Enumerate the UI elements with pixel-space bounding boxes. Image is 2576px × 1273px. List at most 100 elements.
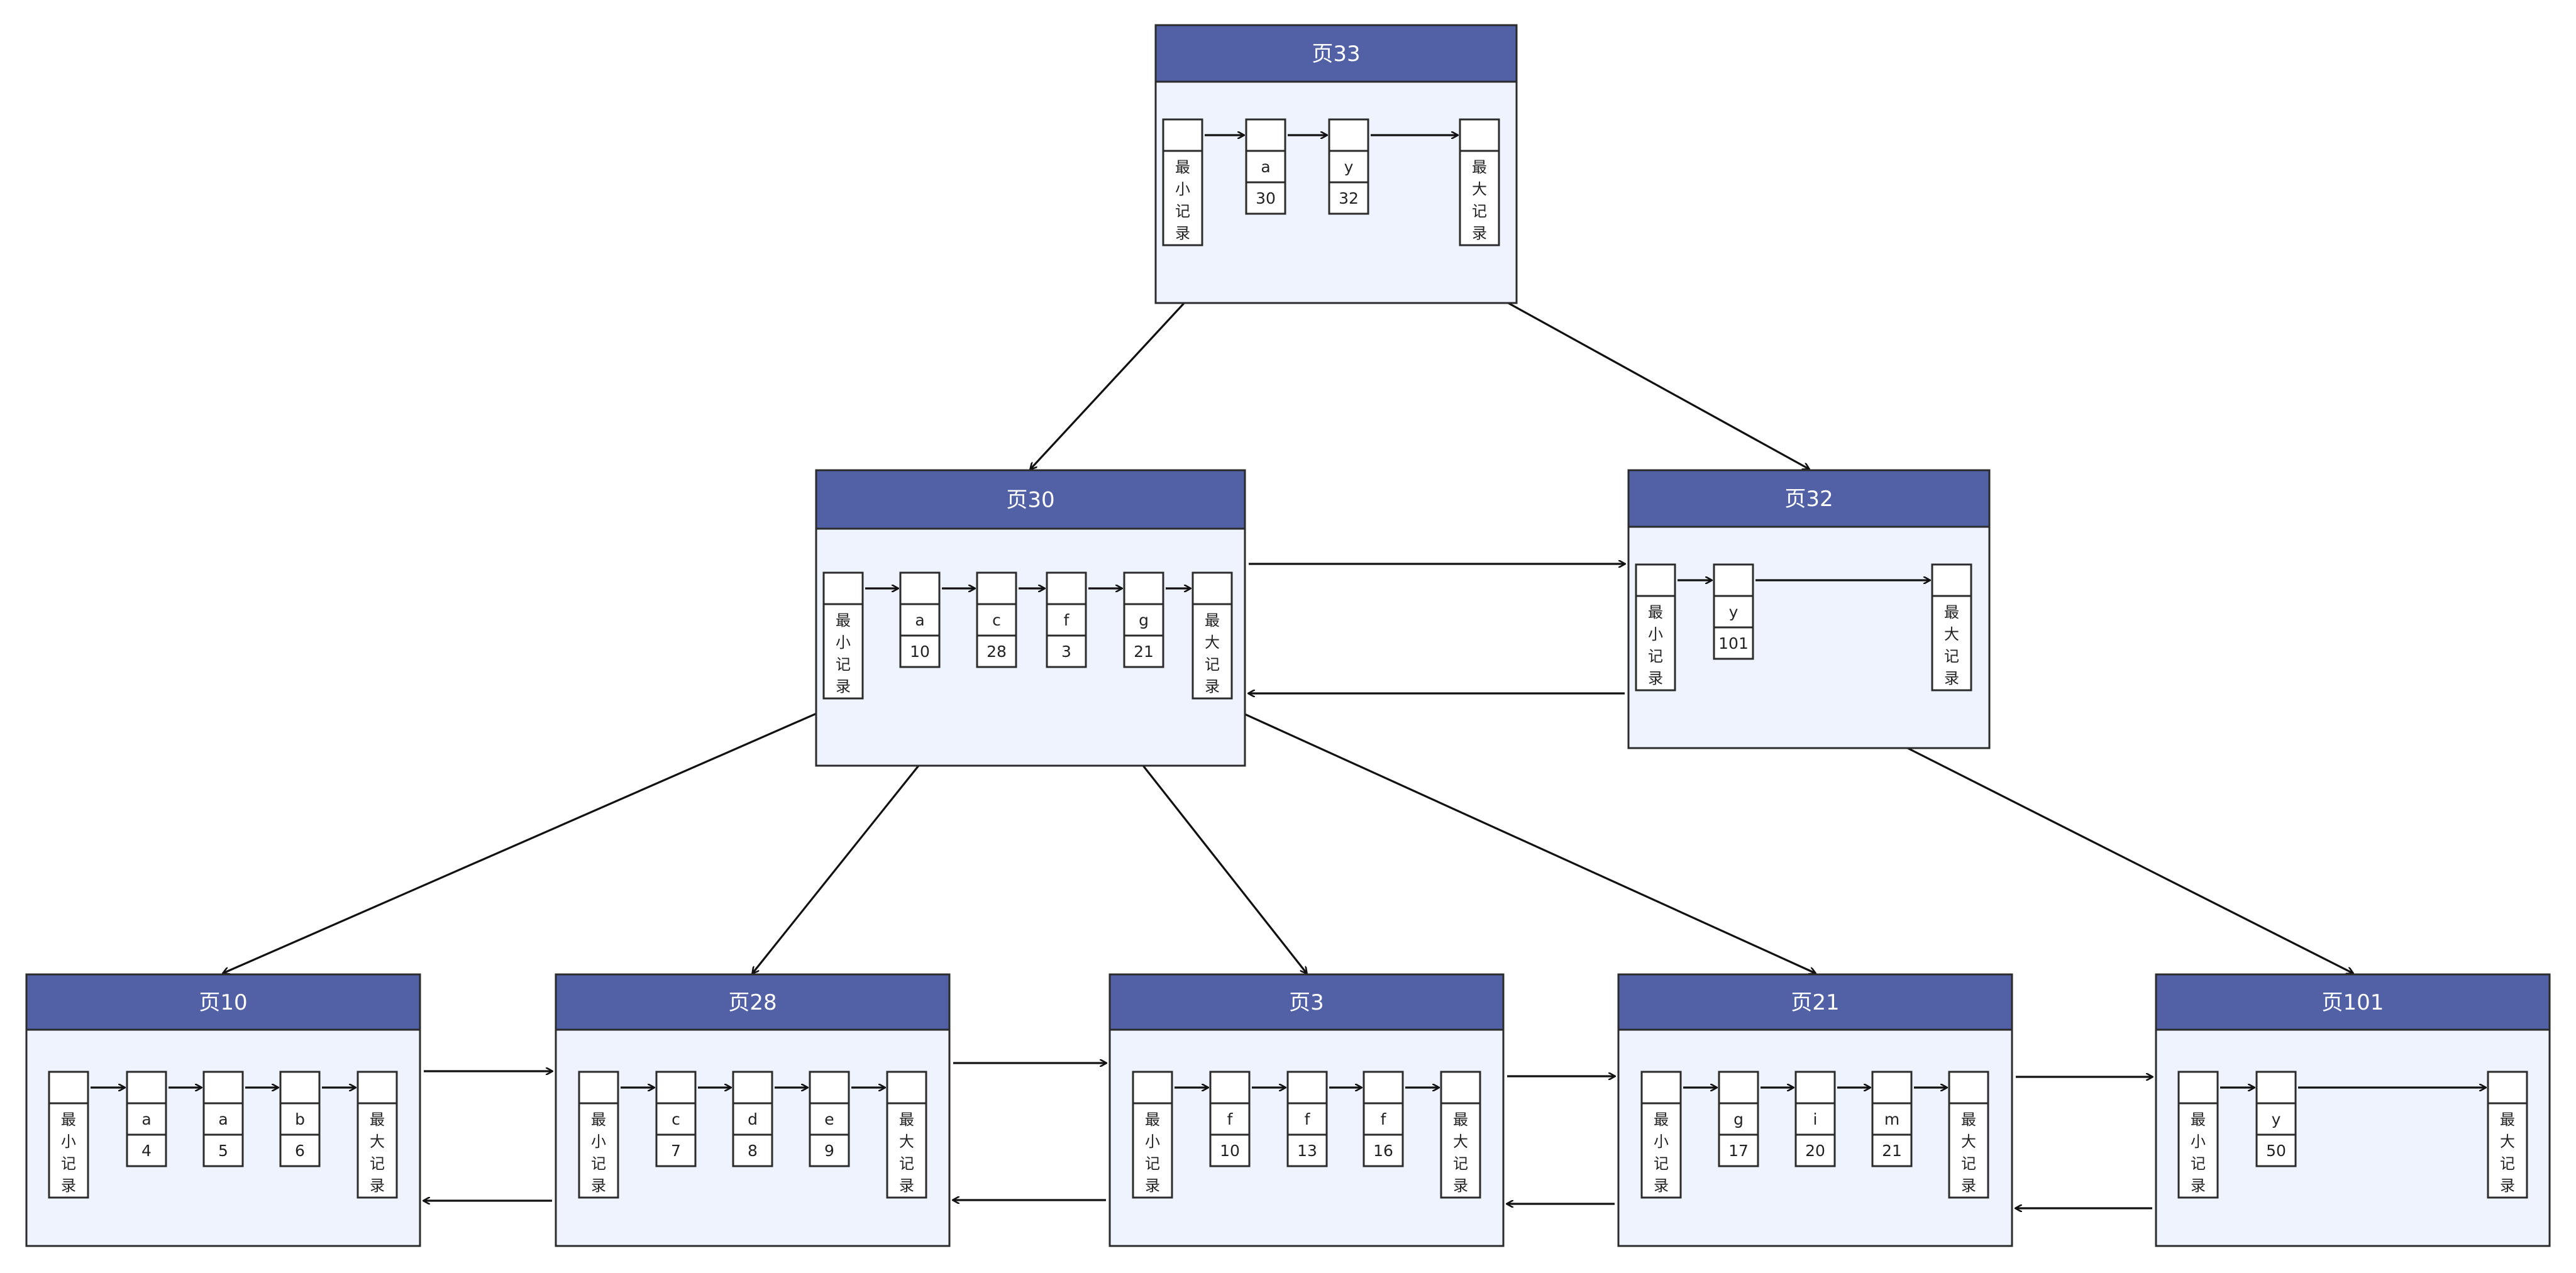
record-pointer-slot	[1046, 571, 1087, 605]
record: f16	[1363, 1071, 1404, 1167]
min-record-char: 记	[1145, 1155, 1160, 1172]
record-key: a	[141, 1110, 151, 1128]
min-record-char: 最	[61, 1111, 76, 1128]
record-value-box	[655, 1133, 697, 1167]
record-key: i	[1813, 1110, 1818, 1128]
min-record-char: 小	[1175, 180, 1190, 198]
max-record-char: 最	[899, 1111, 914, 1128]
max-record-char: 录	[899, 1177, 914, 1194]
min-record-pointer-slot	[1132, 1071, 1173, 1105]
record-pointer-slot	[899, 571, 941, 605]
min-record-char: 小	[61, 1133, 76, 1150]
record-key-box	[899, 603, 941, 637]
record-pointer-slot	[809, 1071, 850, 1105]
min-record-char: 最	[1648, 603, 1663, 621]
record-key-box	[1871, 1102, 1913, 1136]
record-pointer-slot	[1713, 563, 1754, 597]
min-record-pointer-slot	[578, 1071, 619, 1105]
record-key-box	[202, 1102, 244, 1136]
max-record-char: 录	[1472, 224, 1487, 242]
record-key: a	[915, 611, 924, 629]
min-record-char: 小	[2191, 1133, 2206, 1150]
record-key-box	[1363, 1102, 1404, 1136]
record-pointer-slot	[279, 1071, 321, 1105]
record: d8	[732, 1071, 773, 1167]
min-record-pointer-slot	[48, 1071, 89, 1105]
min-record-label-box	[1162, 150, 1203, 246]
record: a4	[126, 1071, 167, 1167]
max-record-char: 大	[370, 1133, 385, 1150]
record-key: y	[2272, 1110, 2281, 1128]
record-value-box	[809, 1133, 850, 1167]
page-title: 页101	[2322, 990, 2384, 1015]
max-record-char: 录	[1961, 1177, 1976, 1194]
record-value: 17	[1728, 1142, 1749, 1160]
record-key: y	[1344, 158, 1354, 176]
record: g21	[1123, 571, 1164, 668]
record-key-box	[2255, 1102, 2297, 1136]
min-record-label-box	[1132, 1102, 1173, 1199]
record-value: 50	[2266, 1142, 2286, 1160]
record-value-box	[202, 1133, 244, 1167]
record-pointer-slot	[2255, 1071, 2297, 1105]
record: f13	[1286, 1071, 1328, 1167]
record-value: 4	[141, 1142, 152, 1160]
record-pointer-slot	[1718, 1071, 1759, 1105]
record-pointer-slot	[1123, 571, 1164, 605]
max-record-pointer-slot	[1948, 1071, 1989, 1105]
record-pointer-slot	[1209, 1071, 1251, 1105]
max-record-char: 大	[1961, 1133, 1976, 1150]
record-key: m	[1884, 1110, 1899, 1128]
max-record-char: 最	[1205, 612, 1220, 629]
max-record-char: 最	[370, 1111, 385, 1128]
pages-layer: 页33最小记录最大记录a30y32页30最小记录最大记录a10c28f3g21页…	[25, 24, 2551, 1247]
record-key: f	[1305, 1110, 1311, 1128]
record-key: y	[1729, 603, 1739, 621]
record-value-box	[732, 1133, 773, 1167]
max-record-char: 大	[1472, 180, 1487, 198]
page-header	[815, 469, 1246, 530]
min-record-char: 记	[836, 656, 851, 673]
record-value-box	[976, 634, 1017, 668]
page-title: 页3	[1289, 990, 1324, 1015]
page-header	[1154, 24, 1518, 83]
max-record-char: 记	[2500, 1155, 2515, 1172]
record-value-box	[1245, 181, 1286, 215]
min-record-char: 录	[591, 1177, 606, 1194]
min-record-char: 小	[1654, 1133, 1669, 1150]
max-record-label-box	[1191, 603, 1233, 700]
max-record-char: 最	[1472, 158, 1487, 176]
max-record-char: 最	[2500, 1111, 2515, 1128]
record: y 50	[2255, 1071, 2297, 1167]
min-record-char: 记	[1654, 1155, 1669, 1172]
record-value: 10	[1220, 1142, 1240, 1160]
min-record-char: 小	[591, 1133, 606, 1150]
page-header	[25, 973, 421, 1031]
record-pointer-slot	[1871, 1071, 1913, 1105]
page-header	[1617, 973, 2013, 1031]
record-value: 8	[748, 1142, 758, 1160]
record: f3	[1046, 571, 1087, 668]
record: b6	[279, 1071, 321, 1167]
record-value: 6	[295, 1142, 305, 1160]
min-record-char: 记	[1648, 648, 1663, 665]
min-record-char: 记	[591, 1155, 606, 1172]
record-value-box	[126, 1133, 167, 1167]
record-value-box	[1871, 1133, 1913, 1167]
record-value: 21	[1134, 642, 1154, 661]
record-value-box	[1209, 1133, 1251, 1167]
record-key: c	[992, 611, 1001, 629]
max-record-char: 大	[1944, 625, 1959, 643]
